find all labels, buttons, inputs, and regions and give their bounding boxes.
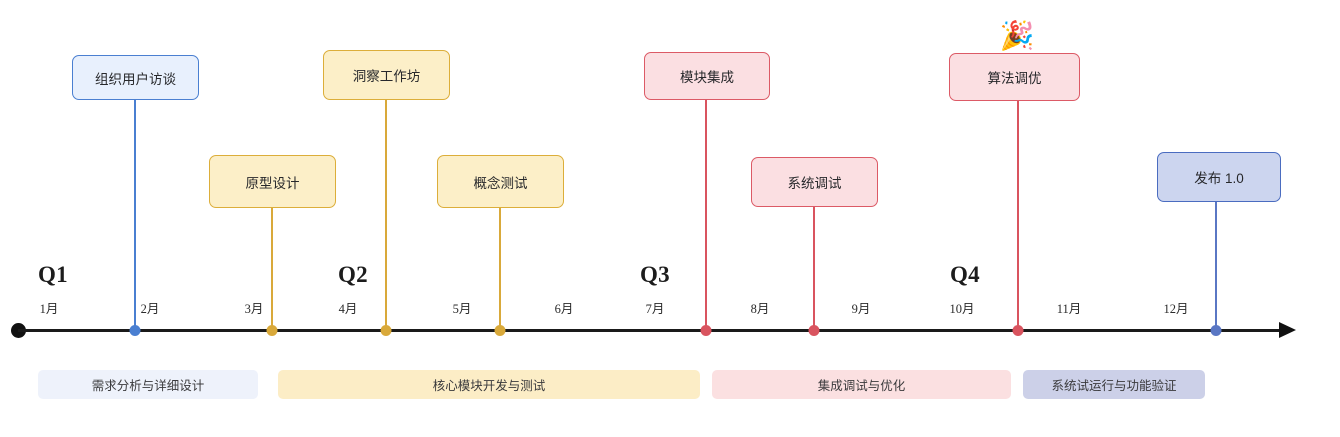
month-label: 8月 — [750, 302, 770, 316]
milestone-connector-line — [705, 100, 707, 330]
milestone-connector-line — [271, 208, 273, 330]
milestone-marker-dot[interactable] — [494, 325, 506, 336]
milestone-marker-dot[interactable] — [808, 325, 820, 336]
milestone-marker-dot[interactable] — [1012, 325, 1024, 336]
month-label: 12月 — [1163, 302, 1189, 316]
milestone-connector-line — [1215, 202, 1217, 330]
month-label: 10月 — [949, 302, 975, 316]
milestone-box[interactable]: 模块集成 — [644, 52, 770, 100]
milestone-box[interactable]: 算法调优 — [949, 53, 1080, 101]
month-label: 11月 — [1056, 302, 1082, 316]
phase-bar[interactable]: 核心模块开发与测试 — [278, 370, 700, 399]
phase-bar[interactable]: 集成调试与优化 — [712, 370, 1011, 399]
month-label: 4月 — [338, 302, 358, 316]
phase-bar[interactable]: 系统试运行与功能验证 — [1023, 370, 1205, 399]
quarter-label-q2: Q2 — [338, 262, 368, 287]
month-label: 9月 — [851, 302, 871, 316]
month-label: 3月 — [244, 302, 264, 316]
milestone-connector-line — [385, 100, 387, 330]
milestone-marker-dot[interactable] — [266, 325, 278, 336]
milestone-connector-line — [499, 208, 501, 330]
milestone-box[interactable]: 系统调试 — [751, 157, 878, 207]
quarter-label-q1: Q1 — [38, 262, 68, 287]
month-label: 7月 — [645, 302, 665, 316]
month-label: 5月 — [452, 302, 472, 316]
party-popper-icon: 🎉 — [999, 20, 1035, 51]
milestone-marker-dot[interactable] — [700, 325, 712, 336]
phase-bar[interactable]: 需求分析与详细设计 — [38, 370, 258, 399]
month-label: 2月 — [140, 302, 160, 316]
milestone-marker-dot[interactable] — [129, 325, 141, 336]
month-label: 1月 — [39, 302, 59, 316]
timeline-axis — [18, 329, 1283, 332]
milestone-connector-line — [1017, 101, 1019, 330]
milestone-box[interactable]: 洞察工作坊 — [323, 50, 450, 100]
milestone-box[interactable]: 组织用户访谈 — [72, 55, 199, 100]
milestone-box[interactable]: 原型设计 — [209, 155, 336, 208]
axis-arrow-icon — [1279, 322, 1296, 338]
milestone-marker-dot[interactable] — [1210, 325, 1222, 336]
quarter-label-q3: Q3 — [640, 262, 670, 287]
milestone-connector-line — [813, 207, 815, 330]
milestone-marker-dot[interactable] — [380, 325, 392, 336]
milestone-connector-line — [134, 100, 136, 330]
month-label: 6月 — [554, 302, 574, 316]
quarter-label-q4: Q4 — [950, 262, 980, 287]
milestone-box[interactable]: 发布 1.0 — [1157, 152, 1281, 202]
milestone-box[interactable]: 概念测试 — [437, 155, 564, 208]
